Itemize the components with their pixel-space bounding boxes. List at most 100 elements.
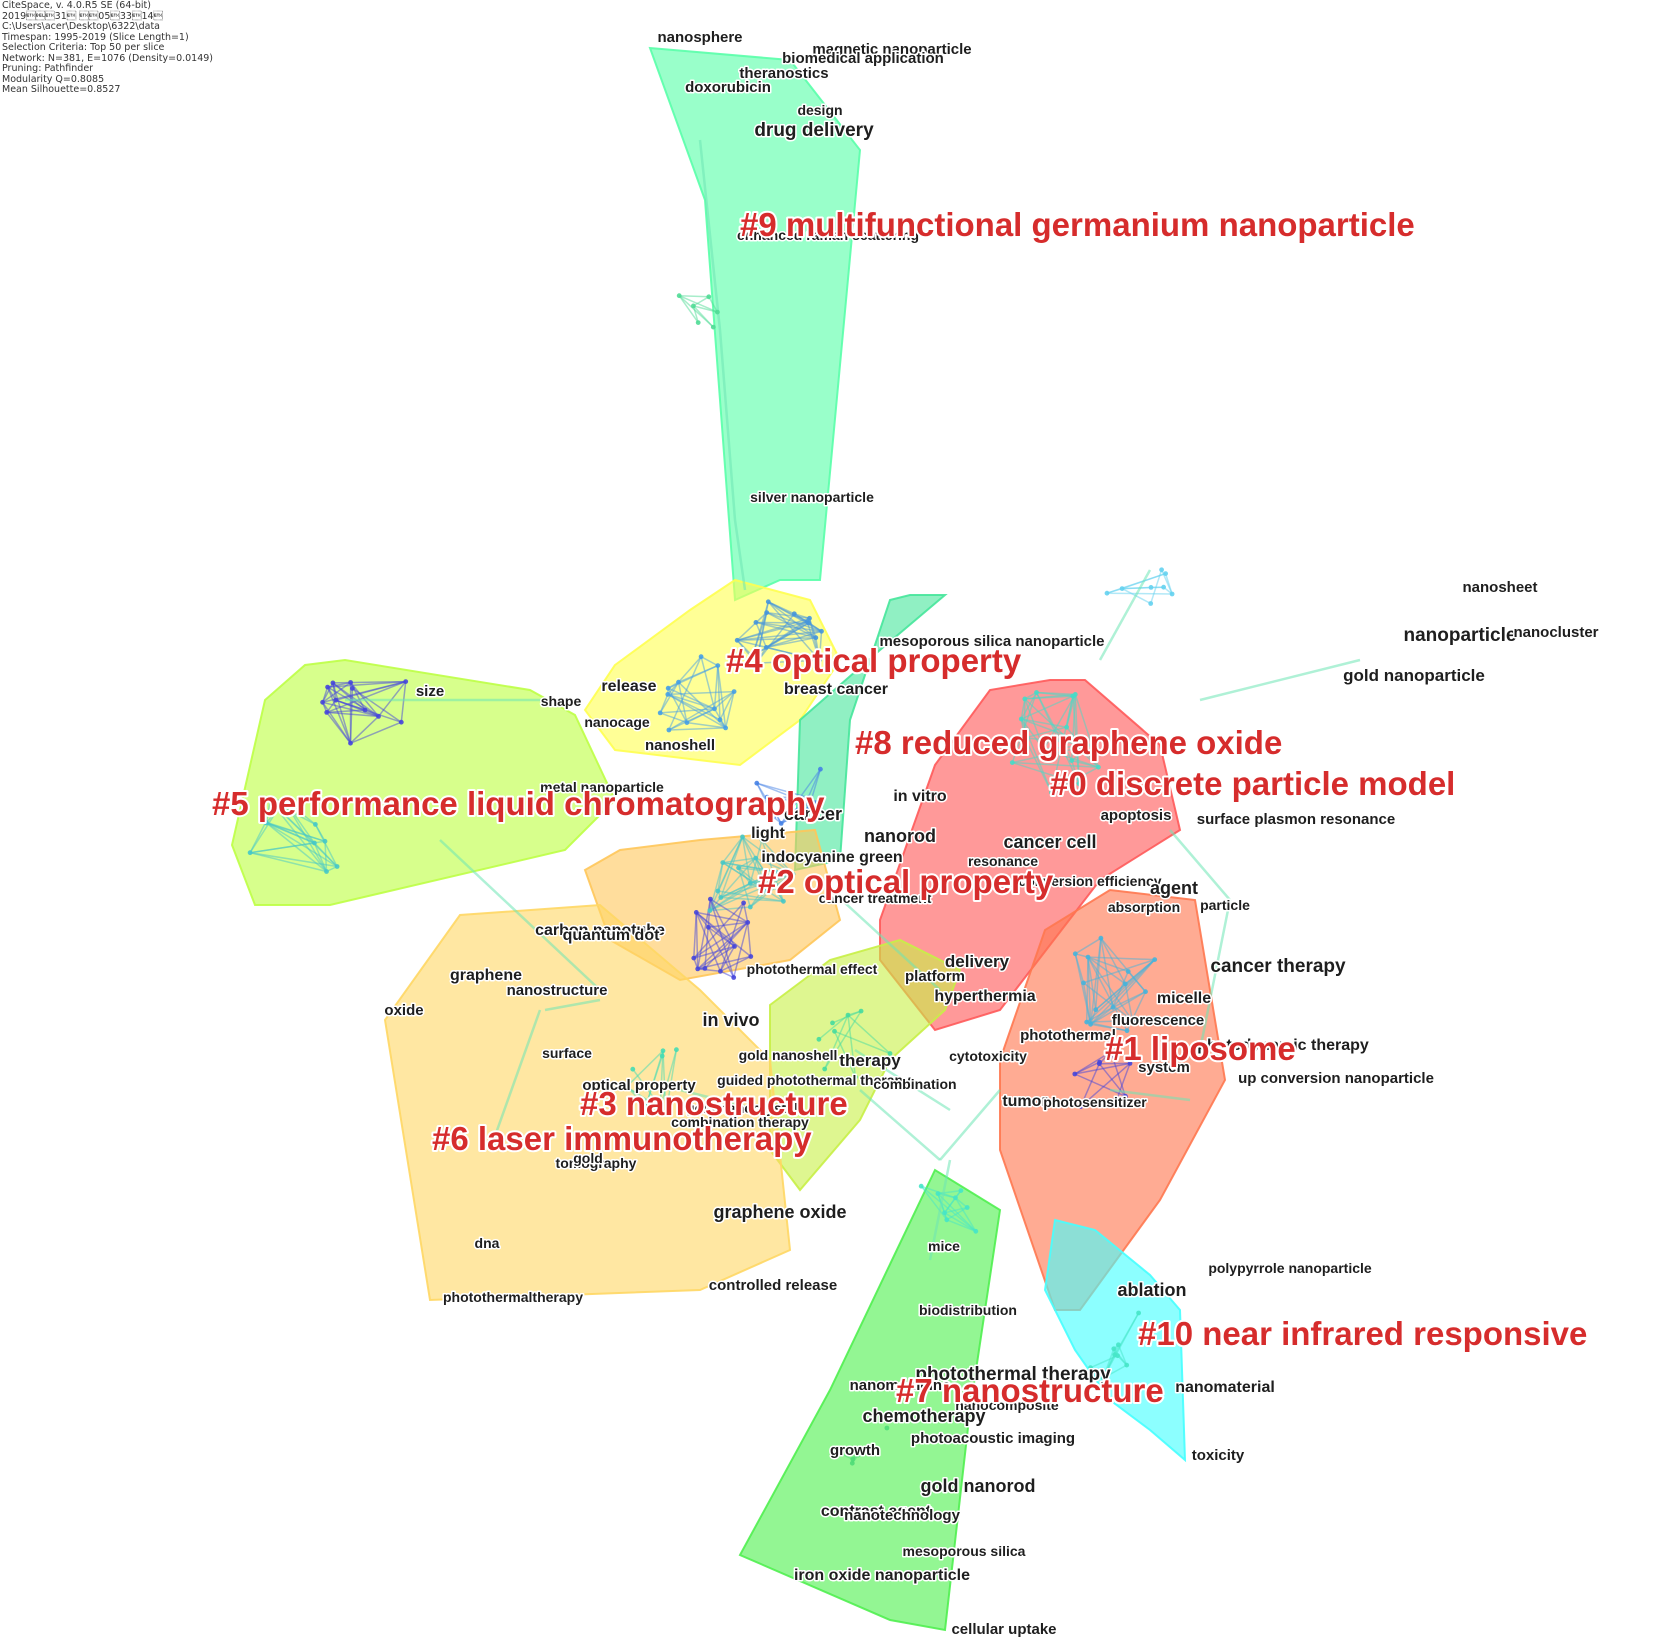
keyword-label: cancer treatment [819,890,932,906]
keyword-label: silver nanoparticle [750,489,874,505]
node [312,840,317,846]
keyword-label: toxicity [1192,1447,1245,1464]
node [715,663,721,668]
node [1169,591,1175,597]
edge [767,601,817,639]
keyword-label: nanostructure [507,982,608,999]
edge [749,871,777,908]
keyword-label: nanocomposite [955,1397,1059,1413]
node [706,294,712,300]
edge [1070,694,1077,761]
keyword-label: nanoparticle [1404,625,1517,646]
keyword-label: oxide [384,1002,423,1019]
node [753,855,759,861]
node [350,686,355,691]
keyword-label: nanoshell [645,737,715,754]
node [855,1446,860,1451]
edge [693,296,710,307]
edge [713,665,719,709]
edge [756,659,820,664]
node [734,637,740,643]
cluster-region-c9 [648,46,862,602]
node [313,822,318,827]
node [267,798,273,803]
meta-line: Pruning: Pathfinder [2,63,94,74]
edge [714,691,735,710]
edge [692,305,699,323]
edge [324,841,328,872]
edge [710,898,749,924]
node [324,710,330,715]
edge [1126,991,1147,1032]
node [1125,969,1131,974]
node [659,1053,665,1059]
keyword-label: gold [573,1150,603,1166]
keyword-label: graphene oxide [713,1202,846,1222]
edge [954,1197,977,1232]
edge [1169,829,1231,901]
edge [265,821,315,844]
node [718,895,724,900]
cluster-label-c9: #9 multifunctional germanium nanoparticl… [740,206,1415,243]
edge [1080,1100,1117,1108]
node [747,904,753,910]
keyword-label: gold nanoshell [739,1047,838,1063]
node [813,803,818,808]
keyword-label: nanomedicine [850,1377,951,1394]
edge [283,799,316,825]
node [1093,1007,1099,1013]
node [790,871,796,877]
edge [1087,956,1155,961]
edge [1024,695,1074,700]
node [630,1066,636,1072]
keyword-label: platform [905,968,965,985]
keyword-label: photothermal therapy [915,1364,1111,1385]
edge [767,601,795,615]
node [855,1452,861,1458]
edge [1074,937,1102,955]
keyword-label: quantum dot [563,927,661,944]
edge [314,824,338,867]
edge [755,857,794,875]
keyword-label: design [797,102,842,118]
edge [667,693,726,729]
edge [488,1009,542,1151]
meta-line: Timespan: 1995-2019 (Slice Length=1) [2,31,189,43]
node [1088,1365,1093,1371]
edge [668,727,726,731]
edge [943,1190,962,1214]
edge [749,890,768,908]
node [1124,1362,1130,1368]
edge [678,295,699,324]
edge [709,898,736,947]
edge [659,1050,664,1109]
node [1152,957,1158,962]
edge [954,1197,968,1209]
keyword-label: nanorod [864,826,936,846]
edge [766,611,810,620]
edge [1106,587,1123,594]
cluster-label-c6: #6 laser immunotherapy [432,1120,812,1157]
edge [717,890,784,903]
node [376,714,381,719]
keyword-label: theranostics [739,65,828,82]
node [1122,981,1128,987]
edge [1110,1051,1127,1097]
keyword-label: nanotechnology [844,1507,960,1524]
node [707,908,713,913]
node [745,920,751,925]
node [1111,1346,1117,1352]
keyword-label: mesoporous silica nanoparticle [879,633,1104,650]
keyword-label: resonance [968,853,1038,869]
edge [1020,718,1053,793]
edge [1087,956,1097,1010]
edge [1089,938,1102,1025]
node [1110,1004,1116,1010]
node [781,898,786,904]
edge [722,861,776,873]
keyword-label: nanosphere [657,29,742,46]
edge [695,912,722,972]
node [731,975,737,980]
edge [742,836,794,875]
edge [709,836,744,911]
